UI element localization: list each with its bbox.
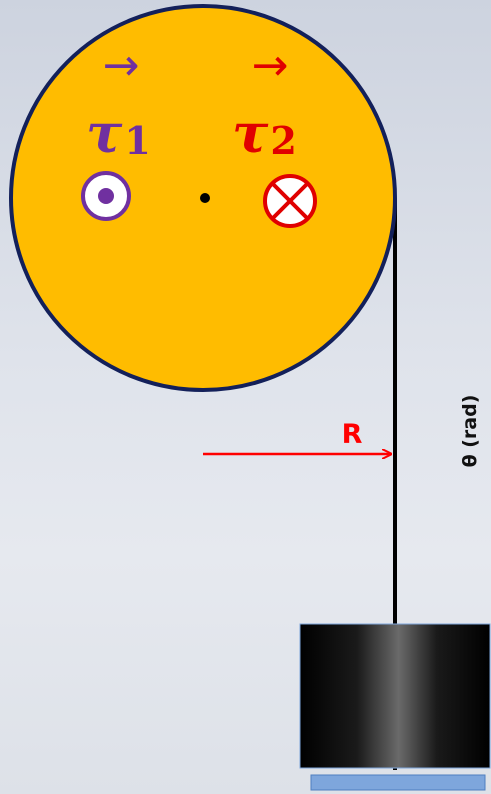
tau1-vector-arrow: → <box>103 40 140 91</box>
tau2-label: τ2 <box>232 101 297 165</box>
tau1-subscript: 1 <box>124 118 150 163</box>
tau1-label: τ1 <box>86 101 151 165</box>
tau1-symbol: τ <box>86 101 123 165</box>
tau2-symbol: τ <box>232 101 269 165</box>
radius-label: R <box>342 419 363 450</box>
hanging-mass <box>299 623 491 769</box>
pivot-dot <box>200 193 210 203</box>
cross-in-circle-icon <box>263 174 317 228</box>
theta-axis-label: θ (rad) <box>459 394 481 468</box>
dot-in-circle-icon <box>81 171 131 221</box>
tau2-subscript: 2 <box>270 118 296 163</box>
tau2-vector-arrow: → <box>252 40 289 91</box>
base-plate <box>310 774 486 791</box>
